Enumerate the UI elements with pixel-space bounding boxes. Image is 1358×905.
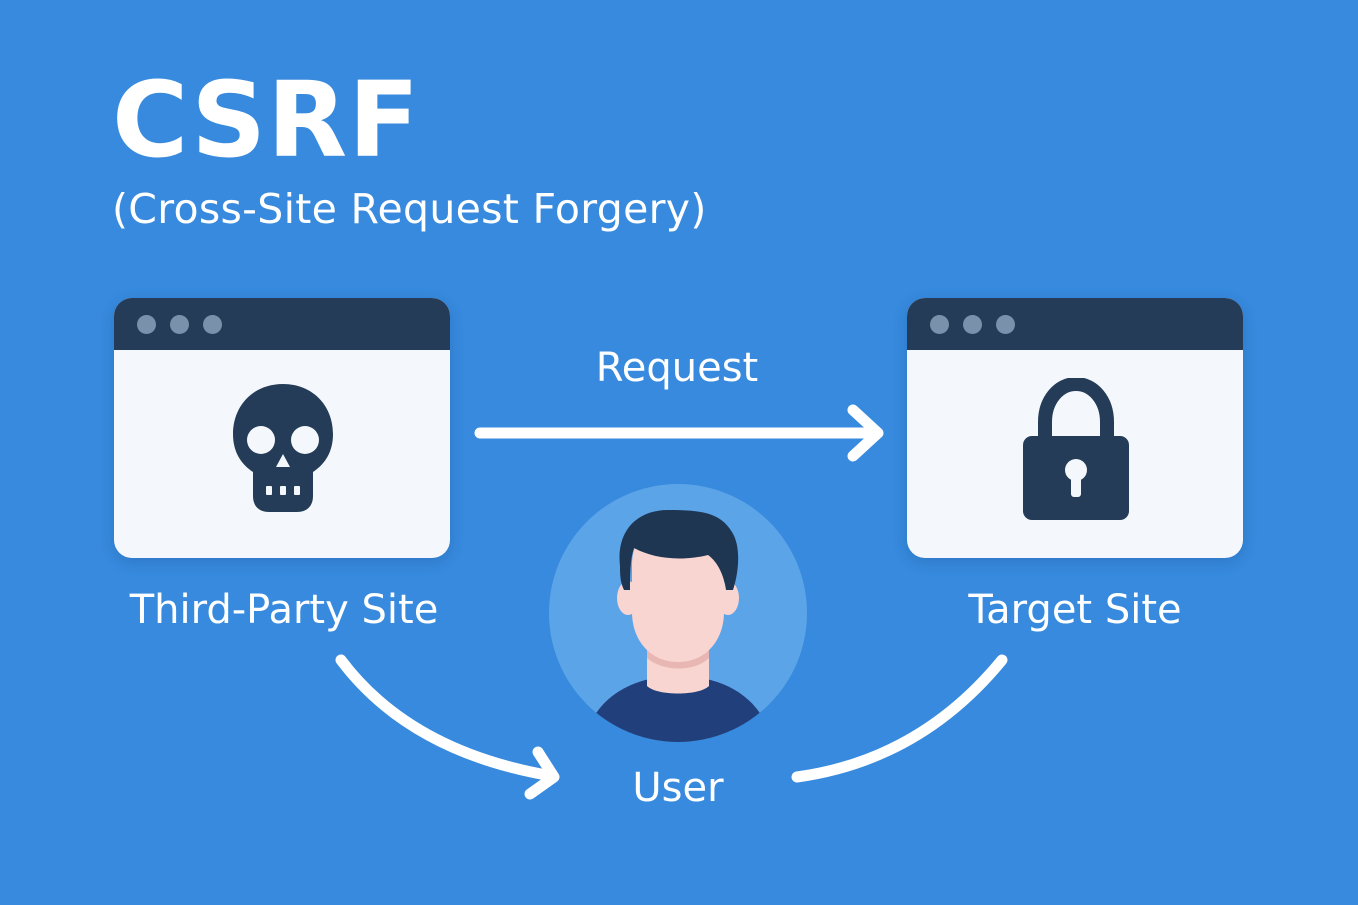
window-dot: [996, 314, 1015, 334]
window-body: [114, 350, 450, 558]
target-site-window: [907, 298, 1243, 558]
third-party-site-label: Third-Party Site: [129, 587, 439, 633]
diagram-subtitle: (Cross-Site Request Forgery): [112, 185, 707, 233]
window-dot: [930, 314, 949, 334]
skull-icon: [233, 384, 333, 512]
window-dot: [203, 314, 222, 334]
user-label: User: [632, 765, 724, 811]
user-to-target-arrow: [791, 654, 1008, 783]
diagram-title: CSRF: [112, 59, 421, 181]
window-dot: [170, 314, 189, 334]
window-title-bar: [114, 298, 450, 350]
window-dot: [137, 314, 156, 334]
window-title-bar: [907, 298, 1243, 350]
third-party-to-user-arrow: [335, 654, 560, 800]
window-body: [907, 350, 1243, 558]
third-party-site-window: [114, 298, 450, 558]
user-avatar-icon: [549, 484, 807, 742]
request-label: Request: [595, 345, 759, 391]
request-arrow: [474, 404, 884, 462]
target-site-label: Target Site: [968, 587, 1182, 633]
window-dot: [963, 314, 982, 334]
lock-icon: [1023, 378, 1129, 520]
